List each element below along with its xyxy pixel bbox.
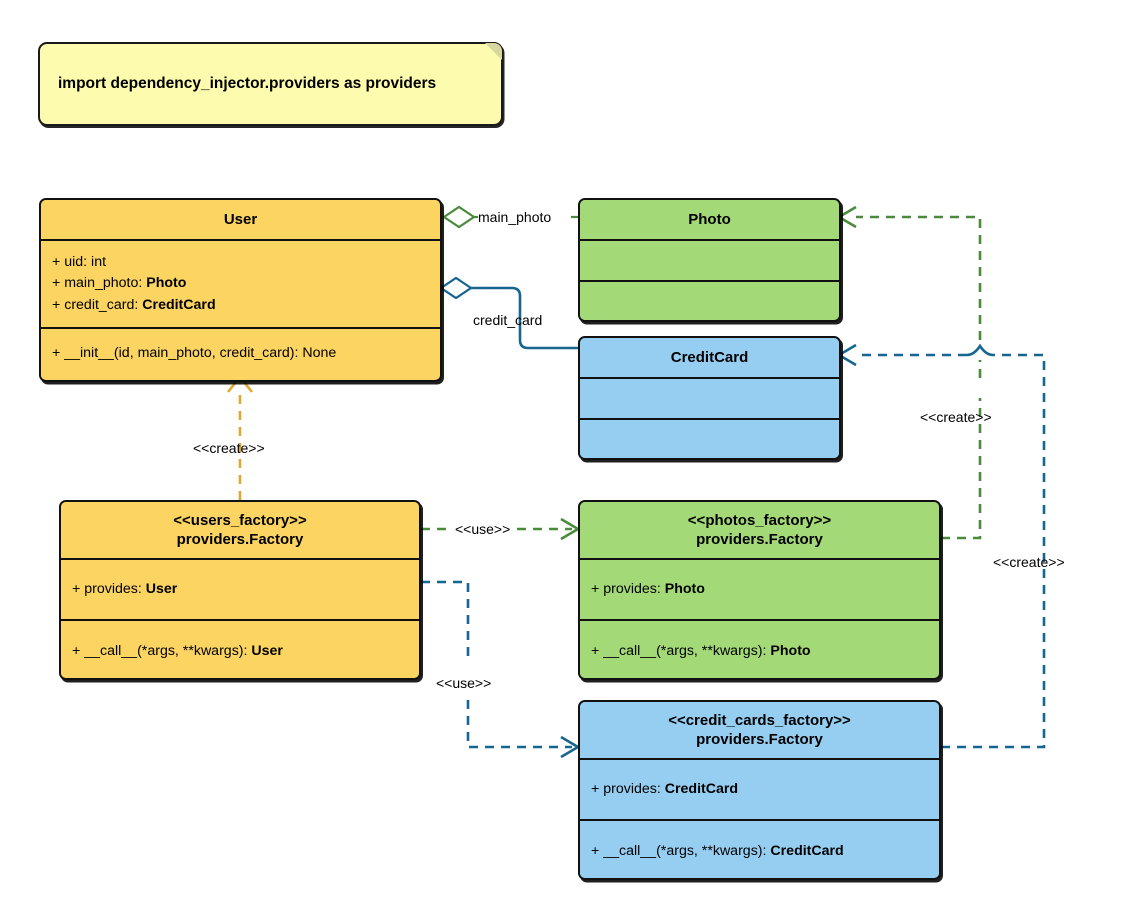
- note-import: import dependency_injector.providers as …: [38, 42, 503, 126]
- method-row: + __call__(*args, **kwargs): CreditCard: [591, 842, 844, 859]
- method-row: + __call__(*args, **kwargs): Photo: [591, 642, 811, 659]
- class-photo-attributes: [580, 241, 839, 282]
- class-photos-factory-attributes: + provides: Photo: [580, 560, 939, 621]
- class-users-factory-methods: + __call__(*args, **kwargs): User: [61, 621, 419, 678]
- edge-usersfactory-create-user: [226, 374, 254, 500]
- class-box-user[interactable]: User + uid: int + main_photo: Photo + cr…: [39, 198, 442, 382]
- class-box-credit-cards-factory[interactable]: <<credit_cards_factory>> providers.Facto…: [578, 700, 941, 880]
- method-row: + __init__(id, main_photo, credit_card):…: [52, 345, 337, 362]
- class-user-methods: + __init__(id, main_photo, credit_card):…: [41, 329, 440, 379]
- class-credit-cards-factory-methods: + __call__(*args, **kwargs): CreditCard: [580, 821, 939, 878]
- class-photos-factory-stereotype: <<photos_factory>>: [687, 511, 832, 529]
- attribute-row: + provides: CreditCard: [591, 780, 739, 797]
- attribute-row: + credit_card: CreditCard: [52, 296, 216, 313]
- class-creditcard-attributes: [580, 379, 839, 420]
- note-fold-corner-icon: [485, 43, 502, 60]
- class-photo-name: Photo: [688, 210, 731, 228]
- attribute-row: + main_photo: Photo: [52, 275, 187, 292]
- class-credit-cards-factory-title: <<credit_cards_factory>> providers.Facto…: [580, 702, 939, 760]
- attribute-row: + provides: User: [72, 580, 178, 597]
- class-users-factory-attributes: + provides: User: [61, 560, 419, 621]
- note-text: import dependency_injector.providers as …: [58, 75, 437, 92]
- class-user-name: User: [223, 210, 258, 228]
- edge-label-create-photo: <<create>>: [920, 409, 992, 425]
- class-photos-factory-name: providers.Factory: [696, 531, 823, 548]
- class-creditcard-methods: [580, 420, 839, 458]
- class-box-creditcard[interactable]: CreditCard: [578, 336, 841, 460]
- edge-label-use-credit-cards-factory: <<use>>: [436, 675, 492, 691]
- class-user-attributes: + uid: int + main_photo: Photo + credit_…: [41, 241, 440, 329]
- class-photos-factory-title: <<photos_factory>> providers.Factory: [580, 502, 939, 560]
- class-photo-methods: [580, 282, 839, 320]
- class-box-photos-factory[interactable]: <<photos_factory>> providers.Factory + p…: [578, 500, 941, 680]
- class-users-factory-title: <<users_factory>> providers.Factory: [61, 502, 419, 560]
- edge-label-create-credit-card: <<create>>: [993, 554, 1065, 570]
- class-credit-cards-factory-name: providers.Factory: [696, 731, 823, 748]
- class-creditcard-title: CreditCard: [580, 338, 839, 379]
- class-box-users-factory[interactable]: <<users_factory>> providers.Factory + pr…: [59, 500, 421, 680]
- class-credit-cards-factory-stereotype: <<credit_cards_factory>>: [668, 711, 851, 729]
- class-credit-cards-factory-attributes: + provides: CreditCard: [580, 760, 939, 821]
- edge-label-main-photo: main_photo: [478, 209, 552, 225]
- attribute-row: + uid: int: [52, 253, 107, 270]
- edge-label-use-photos-factory: <<use>>: [455, 521, 511, 537]
- class-box-photo[interactable]: Photo: [578, 198, 841, 322]
- class-photo-title: Photo: [580, 200, 839, 241]
- class-photos-factory-methods: + __call__(*args, **kwargs): Photo: [580, 621, 939, 678]
- edge-usersfactory-use-creditcardsfactory: [421, 580, 581, 759]
- class-users-factory-stereotype: <<users_factory>>: [173, 511, 307, 529]
- class-users-factory-name: providers.Factory: [176, 531, 304, 548]
- attribute-row: + provides: Photo: [591, 580, 705, 597]
- edge-label-credit-card: credit_card: [473, 312, 543, 328]
- class-user-title: User: [41, 200, 440, 241]
- edge-label-create-user: <<create>>: [193, 440, 265, 456]
- class-creditcard-name: CreditCard: [670, 348, 749, 366]
- method-row: + __call__(*args, **kwargs): User: [72, 642, 283, 659]
- edge-photosfactory-create-photo: [836, 205, 982, 540]
